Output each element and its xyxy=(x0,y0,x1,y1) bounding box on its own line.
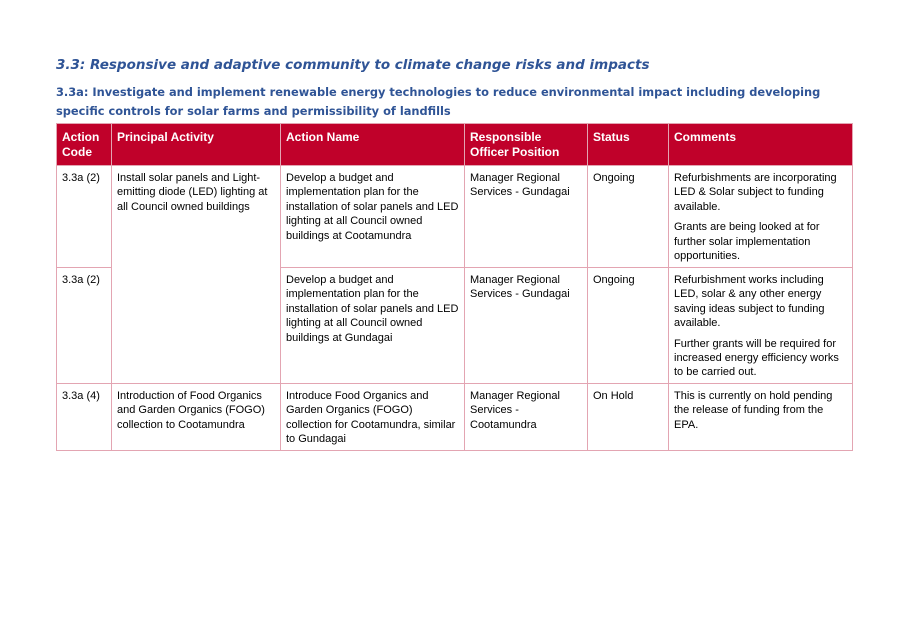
status-cell: Ongoing xyxy=(587,267,669,384)
table-header-row: Action Code Principal Activity Action Na… xyxy=(56,123,853,166)
comment-paragraph: Refurbishments are incorporating LED & S… xyxy=(674,172,837,213)
status-cell: Ongoing xyxy=(587,165,669,268)
comment-paragraph: Grants are being looked at for further s… xyxy=(674,221,820,263)
action-table: Action Code Principal Activity Action Na… xyxy=(56,123,853,451)
action-code-cell: 3.3a (4) xyxy=(56,383,112,451)
table-row: 3.3a (2) Develop a budget and implementa… xyxy=(56,267,853,384)
header-responsible-officer: Responsible Officer Position xyxy=(464,123,588,166)
status-cell: On Hold xyxy=(587,383,669,451)
action-code-cell: 3.3a (2) xyxy=(56,267,112,384)
officer-cell: Manager Regional Services - Gundagai xyxy=(464,267,588,384)
header-action-name: Action Name xyxy=(280,123,465,166)
header-comments: Comments xyxy=(668,123,853,166)
comments-cell: This is currently on hold pending the re… xyxy=(668,383,853,451)
comments-cell: Refurbishments are incorporating LED & S… xyxy=(668,165,853,268)
header-status: Status xyxy=(587,123,669,166)
table-row: 3.3a (4) Introduction of Food Organics a… xyxy=(56,383,853,451)
principal-activity-cell: Install solar panels and Light-emitting … xyxy=(111,165,281,384)
comment-paragraph: This is currently on hold pending the re… xyxy=(674,390,833,431)
action-name-cell: Develop a budget and implementation plan… xyxy=(280,165,465,268)
action-name-cell: Introduce Food Organics and Garden Organ… xyxy=(280,383,465,451)
officer-cell: Manager Regional Services - Cootamundra xyxy=(464,383,588,451)
header-principal-activity: Principal Activity xyxy=(111,123,281,166)
action-code-cell: 3.3a (2) xyxy=(56,165,112,268)
subsection-title: 3.3a: Investigate and implement renewabl… xyxy=(56,85,821,118)
principal-activity-cell: Introduction of Food Organics and Garden… xyxy=(111,383,281,451)
table-row: 3.3a (2) Install solar panels and Light-… xyxy=(56,165,853,384)
comment-paragraph: Further grants will be required for incr… xyxy=(674,337,839,379)
comment-paragraph: Refurbishment works including LED, solar… xyxy=(674,274,825,330)
header-action-code: Action Code xyxy=(56,123,112,166)
officer-cell: Manager Regional Services - Gundagai xyxy=(464,165,588,268)
section-title: 3.3: Responsive and adaptive community t… xyxy=(56,57,650,73)
action-name-cell: Develop a budget and implementation plan… xyxy=(280,267,465,384)
comments-cell: Refurbishment works including LED, solar… xyxy=(668,267,853,384)
